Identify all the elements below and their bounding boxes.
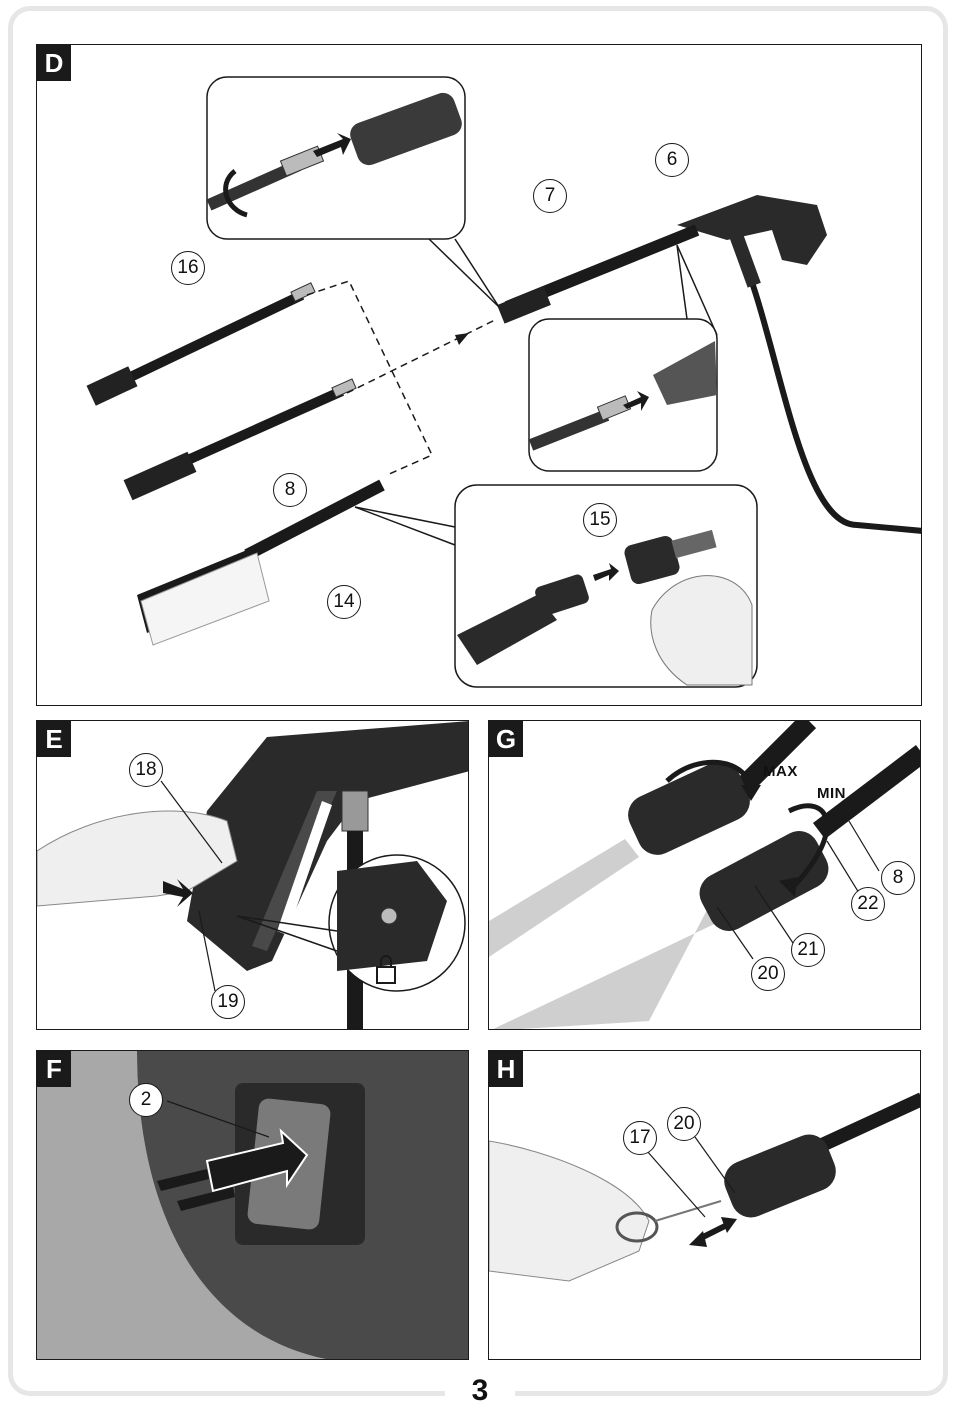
double-arrow-icon	[689, 1217, 737, 1247]
panel-e: E 18 19	[36, 720, 469, 1030]
rotate-arrow-icon	[665, 759, 754, 792]
callout-20: 20	[751, 957, 785, 991]
page-number-bg	[445, 1374, 515, 1408]
callout-17: 17	[623, 1121, 657, 1155]
push-arrow-icon	[205, 1128, 309, 1193]
callout-21: 21	[791, 933, 825, 967]
arrow-icon	[455, 333, 469, 345]
hand	[489, 1140, 650, 1282]
panel-g-letter: G	[489, 721, 523, 757]
panel-e-illustration	[37, 721, 468, 1029]
gun-body	[187, 721, 468, 971]
page-number: 3	[471, 1374, 489, 1407]
callout-16: 16	[171, 251, 205, 285]
callout-14: 14	[327, 585, 361, 619]
spray-min	[493, 906, 725, 1029]
callout-8: 8	[273, 473, 307, 507]
lock-icon	[376, 955, 396, 984]
callout-7: 7	[533, 179, 567, 213]
callout-6: 6	[655, 143, 689, 177]
callout-15: 15	[583, 503, 617, 537]
max-label: MAX	[763, 763, 798, 780]
panel-h-letter: H	[489, 1051, 523, 1087]
panel-h-illustration	[489, 1092, 920, 1282]
spray-max	[489, 839, 639, 957]
brush	[137, 479, 385, 646]
callout-20: 20	[667, 1107, 701, 1141]
callout-19: 19	[211, 985, 245, 1019]
panel-f-illustration	[37, 1051, 468, 1359]
panel-d-illustration	[86, 76, 921, 688]
callout-18: 18	[129, 753, 163, 787]
panel-g: G MAX MIN 8 22 21 20	[488, 720, 921, 1030]
hand	[37, 810, 238, 907]
panel-h: H 17 20	[488, 1050, 921, 1360]
panel-f: F 2	[36, 1050, 469, 1360]
min-label: MIN	[817, 785, 846, 802]
panel-d-letter: D	[37, 45, 71, 81]
panel-f-letter: F	[37, 1051, 71, 1087]
panel-g-illustration	[489, 721, 920, 1029]
panel-d: D	[36, 44, 922, 706]
spray-gun	[677, 195, 827, 288]
callout-2: 2	[129, 1083, 163, 1117]
hose	[734, 243, 921, 534]
panel-e-letter: E	[37, 721, 71, 757]
callout-22: 22	[851, 887, 885, 921]
push-arrow-icon	[163, 879, 193, 907]
rotate-arrow-icon	[223, 169, 248, 218]
push-arrow-icon	[313, 133, 351, 157]
callout-8: 8	[881, 861, 915, 895]
